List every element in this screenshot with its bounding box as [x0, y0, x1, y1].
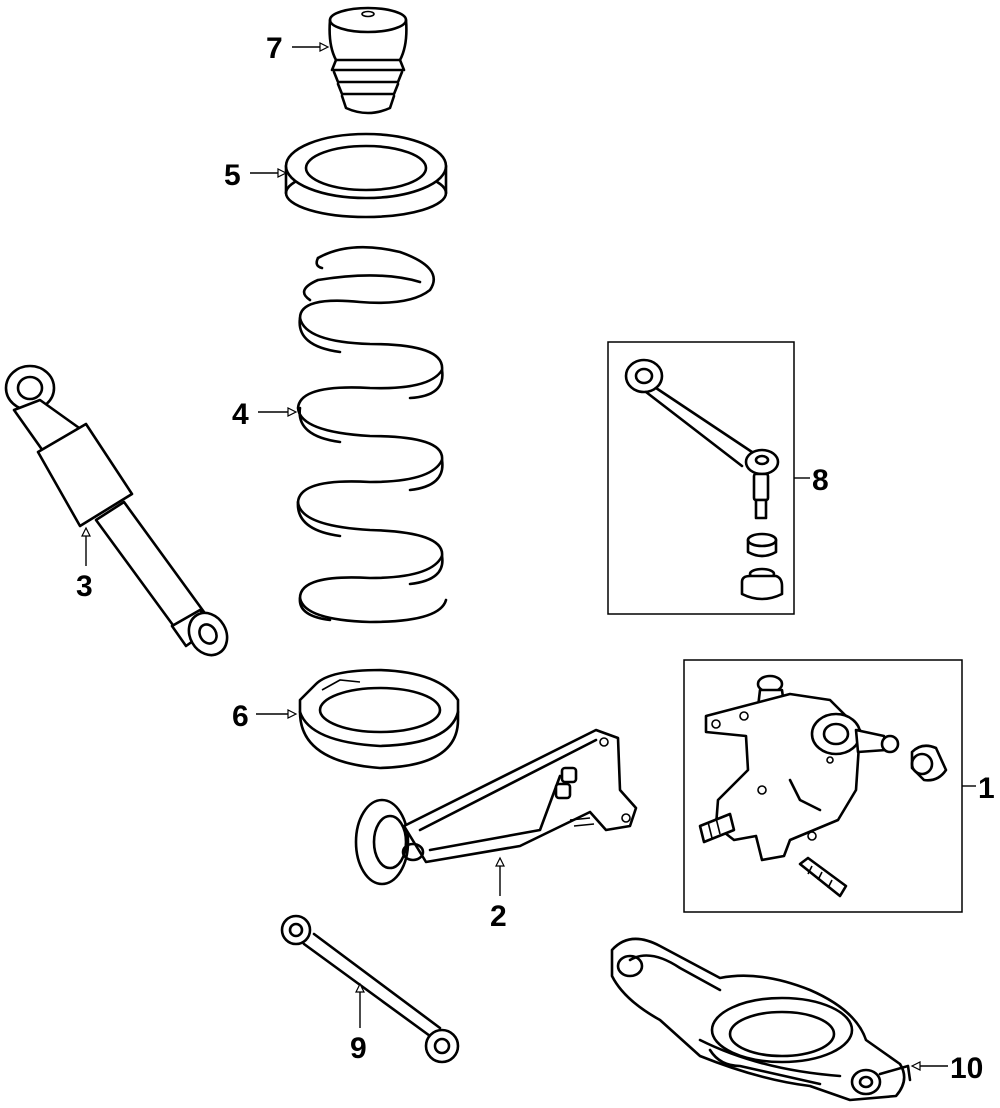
lower-spring-insulator-part	[298, 668, 460, 770]
lateral-link-part	[280, 914, 460, 1064]
knuckle-part	[698, 674, 948, 898]
callout-1: 1	[978, 772, 995, 805]
callout-6: 6	[232, 700, 249, 733]
leader-lines	[81, 42, 976, 1071]
callout-9: 9	[350, 1032, 367, 1065]
bump-stop-part	[328, 6, 408, 115]
callout-5: 5	[224, 159, 241, 192]
lower-control-arm-part	[610, 937, 912, 1102]
callout-7: 7	[266, 32, 283, 65]
callout-2: 2	[490, 900, 507, 933]
callout-3: 3	[76, 570, 93, 603]
callout-10: 10	[950, 1052, 983, 1085]
callout-4: 4	[232, 398, 249, 431]
shock-absorber-part	[4, 364, 229, 657]
coil-spring-part	[296, 245, 448, 624]
upper-spring-insulator-part	[284, 132, 448, 219]
trailing-arm-part	[354, 728, 638, 886]
stabilizer-link-part	[624, 358, 784, 601]
callout-8: 8	[812, 464, 829, 497]
